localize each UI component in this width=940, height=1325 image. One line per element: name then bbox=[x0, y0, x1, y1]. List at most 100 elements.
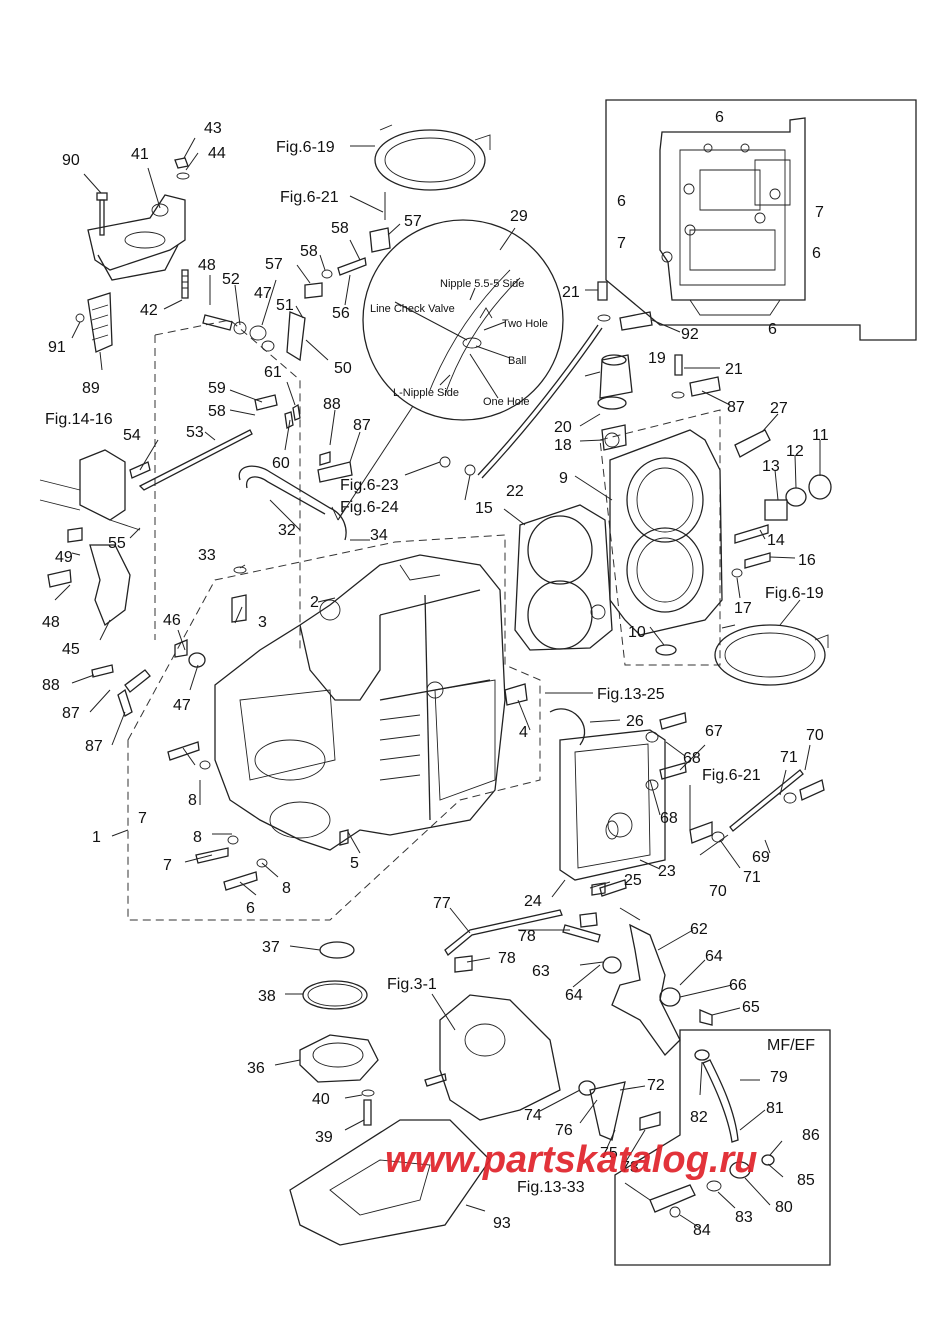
part-label: 7 bbox=[815, 204, 824, 221]
part-label: 6 bbox=[812, 245, 821, 262]
part-label: 79 bbox=[770, 1069, 788, 1086]
callout-ball-label: Ball bbox=[508, 355, 526, 367]
part-number-labels: 6 6 6 6 7 7 41 43 44 90 42 91 89 48 52 4… bbox=[42, 109, 829, 1239]
head-gasket bbox=[514, 504, 613, 651]
part-label: 19 bbox=[648, 350, 666, 367]
part-label: 9 bbox=[559, 470, 568, 487]
part-label: 63 bbox=[532, 963, 550, 980]
part-label: 58 bbox=[208, 403, 226, 420]
part-label: 85 bbox=[797, 1172, 815, 1189]
ref-fig6-19-right[interactable]: Fig.6-19 bbox=[765, 585, 824, 602]
cylinder-head bbox=[609, 429, 723, 656]
part-label: 80 bbox=[775, 1199, 793, 1216]
part-label: 86 bbox=[802, 1127, 820, 1144]
part-label: 58 bbox=[331, 220, 349, 237]
part-label: 64 bbox=[705, 948, 723, 965]
part-label: 87 bbox=[353, 417, 371, 434]
part-label: 11 bbox=[812, 427, 829, 444]
part-label: 6 bbox=[715, 109, 724, 126]
ref-fig6-19-top[interactable]: Fig.6-19 bbox=[276, 139, 335, 156]
part-label: 68 bbox=[660, 810, 678, 827]
part-label: 53 bbox=[186, 424, 204, 441]
part-label: 6 bbox=[246, 900, 255, 917]
plate-45 bbox=[89, 544, 131, 627]
part-label: 52 bbox=[222, 271, 240, 288]
fig3-1-housing bbox=[424, 994, 561, 1121]
part-label: 44 bbox=[208, 145, 226, 162]
mf-ef-box bbox=[614, 1029, 831, 1266]
leader-lines bbox=[54, 137, 821, 1229]
part-label: 37 bbox=[262, 939, 280, 956]
part-label: 66 bbox=[729, 977, 747, 994]
callout-nipple-label: Nipple 5.5-5 Side bbox=[440, 278, 524, 290]
part-label: 70 bbox=[709, 883, 727, 900]
ref-fig6-24[interactable]: Fig.6-24 bbox=[340, 499, 399, 516]
cover-plate bbox=[559, 729, 666, 881]
ref-fig13-25[interactable]: Fig.13-25 bbox=[597, 686, 665, 703]
part-label: 64 bbox=[565, 987, 583, 1004]
part-label: 45 bbox=[62, 641, 80, 658]
part-label: 1 bbox=[92, 829, 101, 846]
part-label: 22 bbox=[506, 483, 524, 500]
ref-fig13-33[interactable]: Fig.13-33 bbox=[517, 1179, 585, 1196]
part-label: 2 bbox=[310, 594, 319, 611]
part-label: 27 bbox=[770, 400, 788, 417]
ref-fig3-1[interactable]: Fig.3-1 bbox=[387, 976, 437, 993]
part-label: 87 bbox=[727, 399, 745, 416]
part-label: 8 bbox=[193, 829, 202, 846]
part-label: 75 bbox=[600, 1145, 618, 1162]
part-label: 6 bbox=[617, 193, 626, 210]
part-label: 74 bbox=[524, 1107, 542, 1124]
ref-fig14-16[interactable]: Fig.14-16 bbox=[45, 411, 113, 428]
part-label: 84 bbox=[693, 1222, 711, 1239]
hose-26 bbox=[549, 708, 586, 746]
part-label: 89 bbox=[82, 380, 100, 397]
rod-53 bbox=[138, 429, 253, 491]
part-label: 59 bbox=[208, 380, 226, 397]
part-label: 21 bbox=[725, 361, 743, 378]
ref-fig6-21-top[interactable]: Fig.6-21 bbox=[280, 189, 339, 206]
part-label: 77 bbox=[433, 895, 451, 912]
part-label: 23 bbox=[658, 863, 676, 880]
part-label: 7 bbox=[163, 857, 172, 874]
rod-69 bbox=[729, 769, 804, 832]
part-label: 15 bbox=[475, 500, 493, 517]
cylinder-block-inset bbox=[605, 99, 917, 341]
part-label: 41 bbox=[131, 146, 149, 163]
part-label: 48 bbox=[42, 614, 60, 631]
part-label: 90 bbox=[62, 152, 80, 169]
misc-small-parts bbox=[47, 227, 825, 1131]
hose-32 bbox=[238, 465, 347, 541]
part-label: 7 bbox=[138, 810, 147, 827]
part-label: 25 bbox=[624, 872, 642, 889]
part-label: 51 bbox=[276, 297, 294, 314]
part-label: 72 bbox=[647, 1077, 665, 1094]
part-label: 88 bbox=[323, 396, 341, 413]
part-label: 14 bbox=[767, 532, 785, 549]
part-label: 67 bbox=[705, 723, 723, 740]
part-label: 54 bbox=[123, 427, 141, 444]
part-label: 36 bbox=[247, 1060, 265, 1077]
part-label: 65 bbox=[742, 999, 760, 1016]
crankcase-assembly-outline bbox=[127, 534, 541, 921]
part-label: 18 bbox=[554, 437, 572, 454]
part-label: 81 bbox=[766, 1100, 784, 1117]
part-label: 29 bbox=[510, 208, 528, 225]
part-label: 93 bbox=[493, 1215, 511, 1232]
part-label: 69 bbox=[752, 849, 770, 866]
callout-one-hole-label: One Hole bbox=[483, 396, 529, 408]
part-label: 21 bbox=[562, 284, 580, 301]
callout-two-hole-label: Two Hole bbox=[502, 318, 548, 330]
ref-fig6-21-right[interactable]: Fig.6-21 bbox=[702, 767, 761, 784]
fuel-hose-22 bbox=[477, 324, 599, 476]
part-label: 71 bbox=[780, 749, 798, 766]
ref-fig6-23[interactable]: Fig.6-23 bbox=[340, 477, 399, 494]
ring-6-19-right bbox=[714, 624, 829, 686]
part-label: 57 bbox=[404, 213, 422, 230]
part-label: 78 bbox=[518, 928, 536, 945]
part-label: 58 bbox=[300, 243, 318, 260]
part-label: 71 bbox=[743, 869, 761, 886]
part-label: 3 bbox=[258, 614, 267, 631]
callout-check-valve-label: Line Check Valve bbox=[370, 303, 455, 315]
